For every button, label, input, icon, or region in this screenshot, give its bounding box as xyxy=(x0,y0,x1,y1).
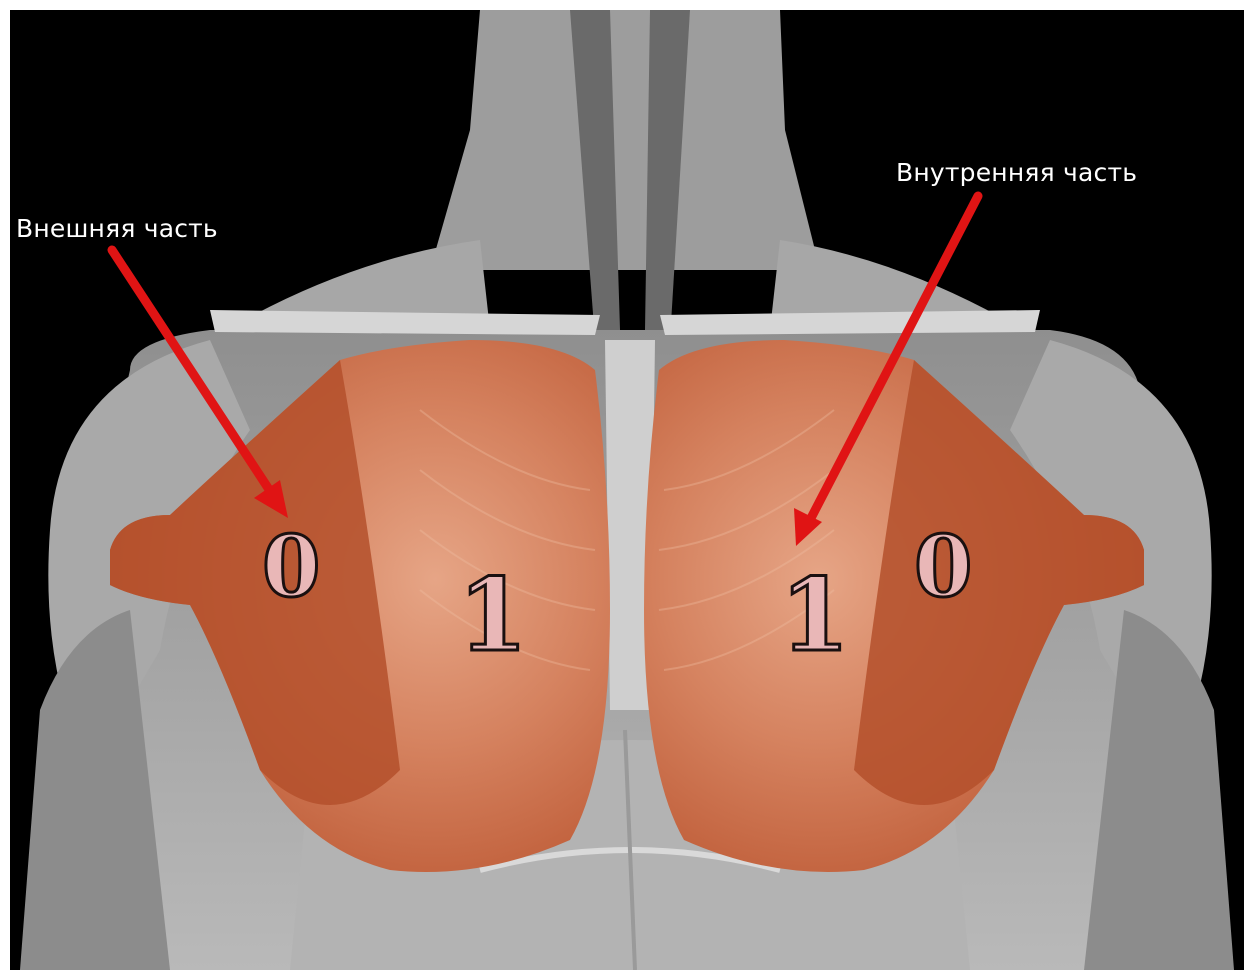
neck xyxy=(430,10,820,270)
marker-outer-left: 0 xyxy=(262,525,320,609)
marker-outer-right: 0 xyxy=(914,525,972,609)
inner-part-label: Внутренняя часть xyxy=(896,158,1137,187)
marker-inner-right: 1 xyxy=(780,565,850,665)
anatomy-svg xyxy=(10,10,1244,970)
outer-part-label: Внешняя часть xyxy=(16,214,218,243)
marker-inner-left: 1 xyxy=(458,565,528,665)
chest-anatomy-illustration xyxy=(10,10,1244,970)
